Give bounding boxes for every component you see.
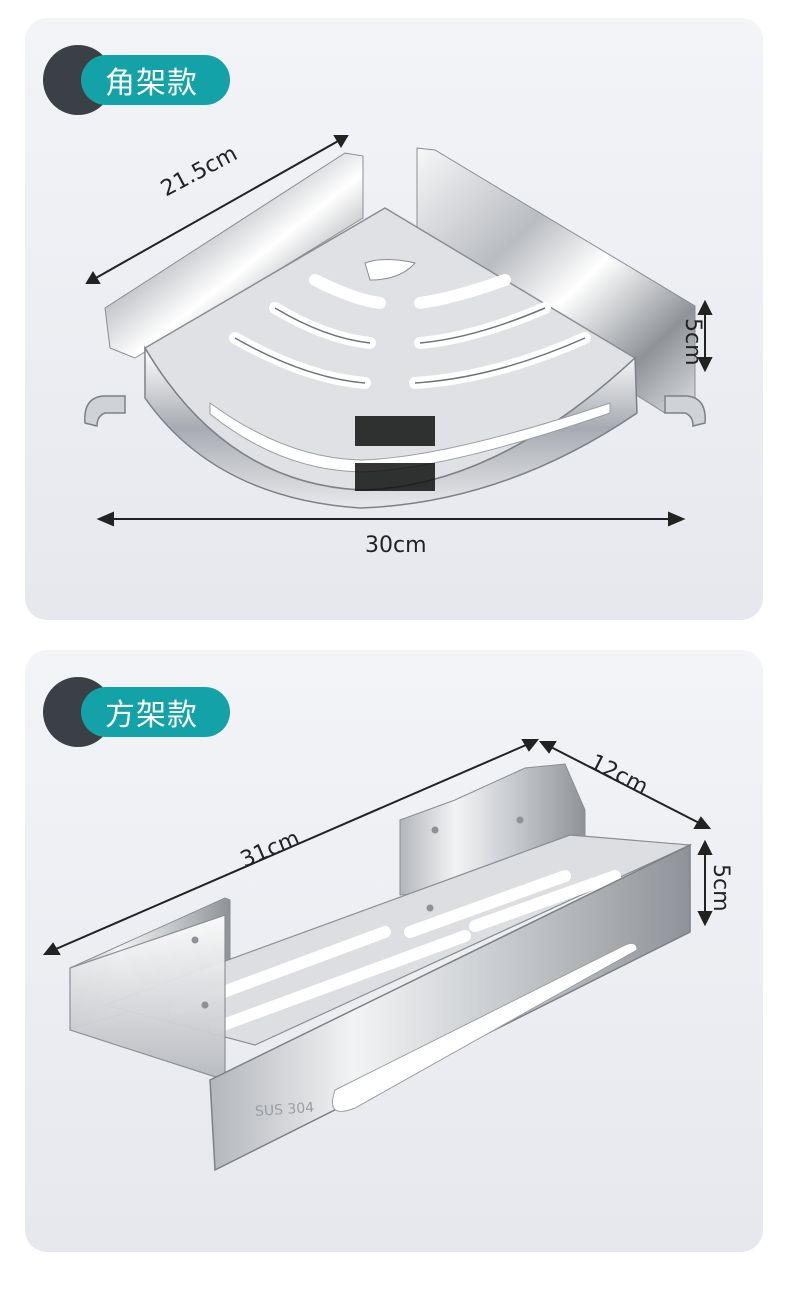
corner-shelf-panel: 角架款	[25, 18, 763, 620]
dimension-line-depth	[538, 741, 712, 829]
corner-shelf-tray	[143, 207, 638, 509]
corner-shelf-illustration	[84, 135, 713, 527]
corner-shelf-back-plates	[104, 147, 696, 414]
corner-shelf-badge: 角架款	[43, 45, 230, 115]
dimension-line-height	[697, 839, 713, 927]
square-shelf-illustration	[42, 739, 713, 1172]
square-shelf-title: 方架款	[81, 687, 230, 737]
square-shelf-panel: 方架款	[25, 650, 763, 1252]
dimension-line-length	[42, 739, 540, 955]
square-shelf-front-wall	[209, 843, 691, 1172]
dimension-line-height	[697, 299, 713, 373]
square-shelf-badge: 方架款	[43, 677, 230, 747]
corner-width-label: 30cm	[365, 533, 427, 558]
corner-shelf-title: 角架款	[81, 55, 230, 105]
dimension-line-width	[96, 511, 686, 527]
dimension-line-depth	[85, 135, 349, 284]
square-screw-holes	[191, 816, 524, 1009]
square-height-label: 5cm	[708, 864, 733, 912]
corner-shelf-hooks	[84, 395, 706, 427]
corner-height-label: 5cm	[680, 318, 705, 366]
square-shelf-front-slot	[332, 942, 638, 1112]
